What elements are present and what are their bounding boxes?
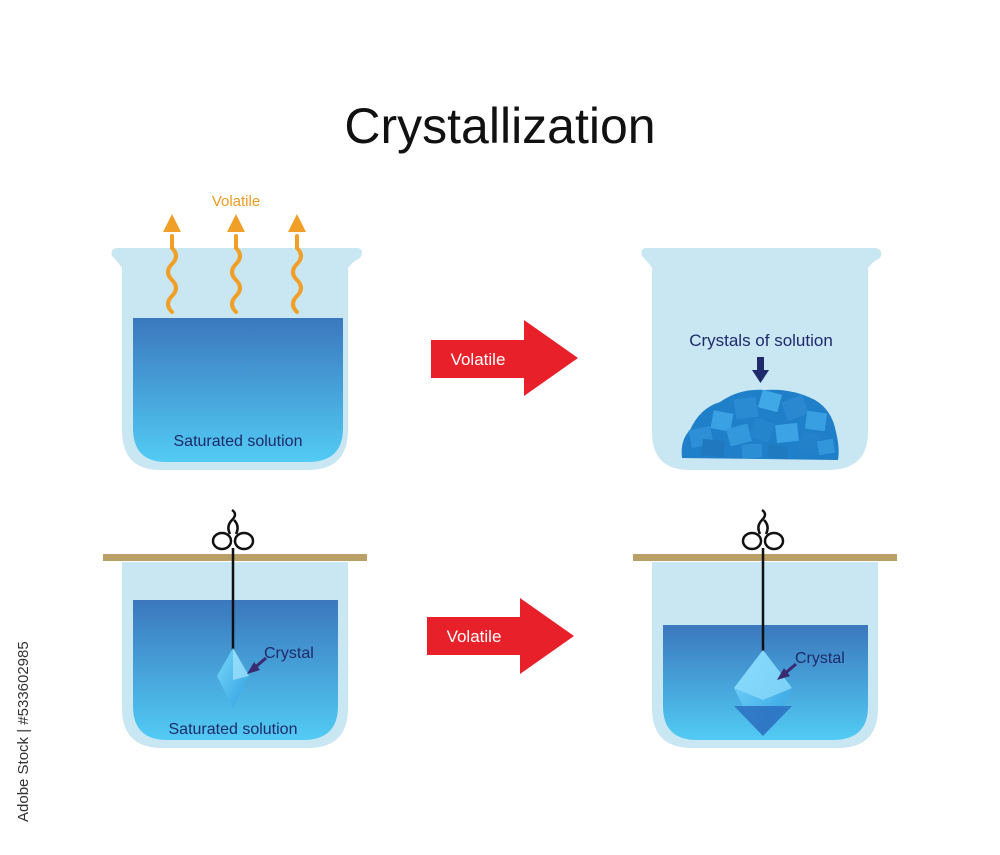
pointer-arrow-icon xyxy=(247,656,267,674)
right-arrow-icon xyxy=(431,320,578,396)
saturated-solution-liquid xyxy=(133,318,343,462)
process-arrow-label: Volatile xyxy=(451,350,506,369)
crystal-label: Crystal xyxy=(264,645,314,662)
support-rod xyxy=(633,554,897,561)
crystal-label: Crystal xyxy=(795,650,845,667)
crystal-pile xyxy=(681,389,839,460)
beaker-bottom-left: Crystal Saturated solution xyxy=(103,508,367,748)
support-rod xyxy=(103,554,367,561)
beaker-bottom-right: Crystal xyxy=(633,508,897,748)
string-knot-icon xyxy=(741,508,785,551)
vapor-arrows xyxy=(163,214,306,314)
page-title: Crystallization xyxy=(344,98,655,154)
beaker-top-left: Saturated solution xyxy=(111,248,363,470)
vapor-arrow-icon xyxy=(288,214,306,314)
process-arrow-label: Volatile xyxy=(447,627,502,646)
pointer-arrow-icon xyxy=(777,662,797,680)
right-arrow-icon xyxy=(427,598,574,674)
string-knot-icon xyxy=(211,508,255,551)
down-arrow-icon xyxy=(752,357,769,383)
vapor-arrow-icon xyxy=(227,214,245,314)
saturated-solution-label: Saturated solution xyxy=(169,721,298,738)
process-arrow-bottom: Volatile xyxy=(427,598,574,674)
stock-id-text: Adobe Stock | #533602985 xyxy=(15,641,32,822)
process-arrow-top: Volatile xyxy=(431,320,578,396)
large-crystal-icon xyxy=(734,650,792,736)
saturated-solution-label: Saturated solution xyxy=(174,433,303,450)
crystal-icon xyxy=(217,648,249,708)
vapor-arrow-icon xyxy=(163,214,181,314)
evaporation-label: Volatile xyxy=(212,193,260,210)
crystals-of-solution-label: Crystals of solution xyxy=(689,331,833,350)
beaker-top-right: Crystals of solution xyxy=(641,248,882,470)
